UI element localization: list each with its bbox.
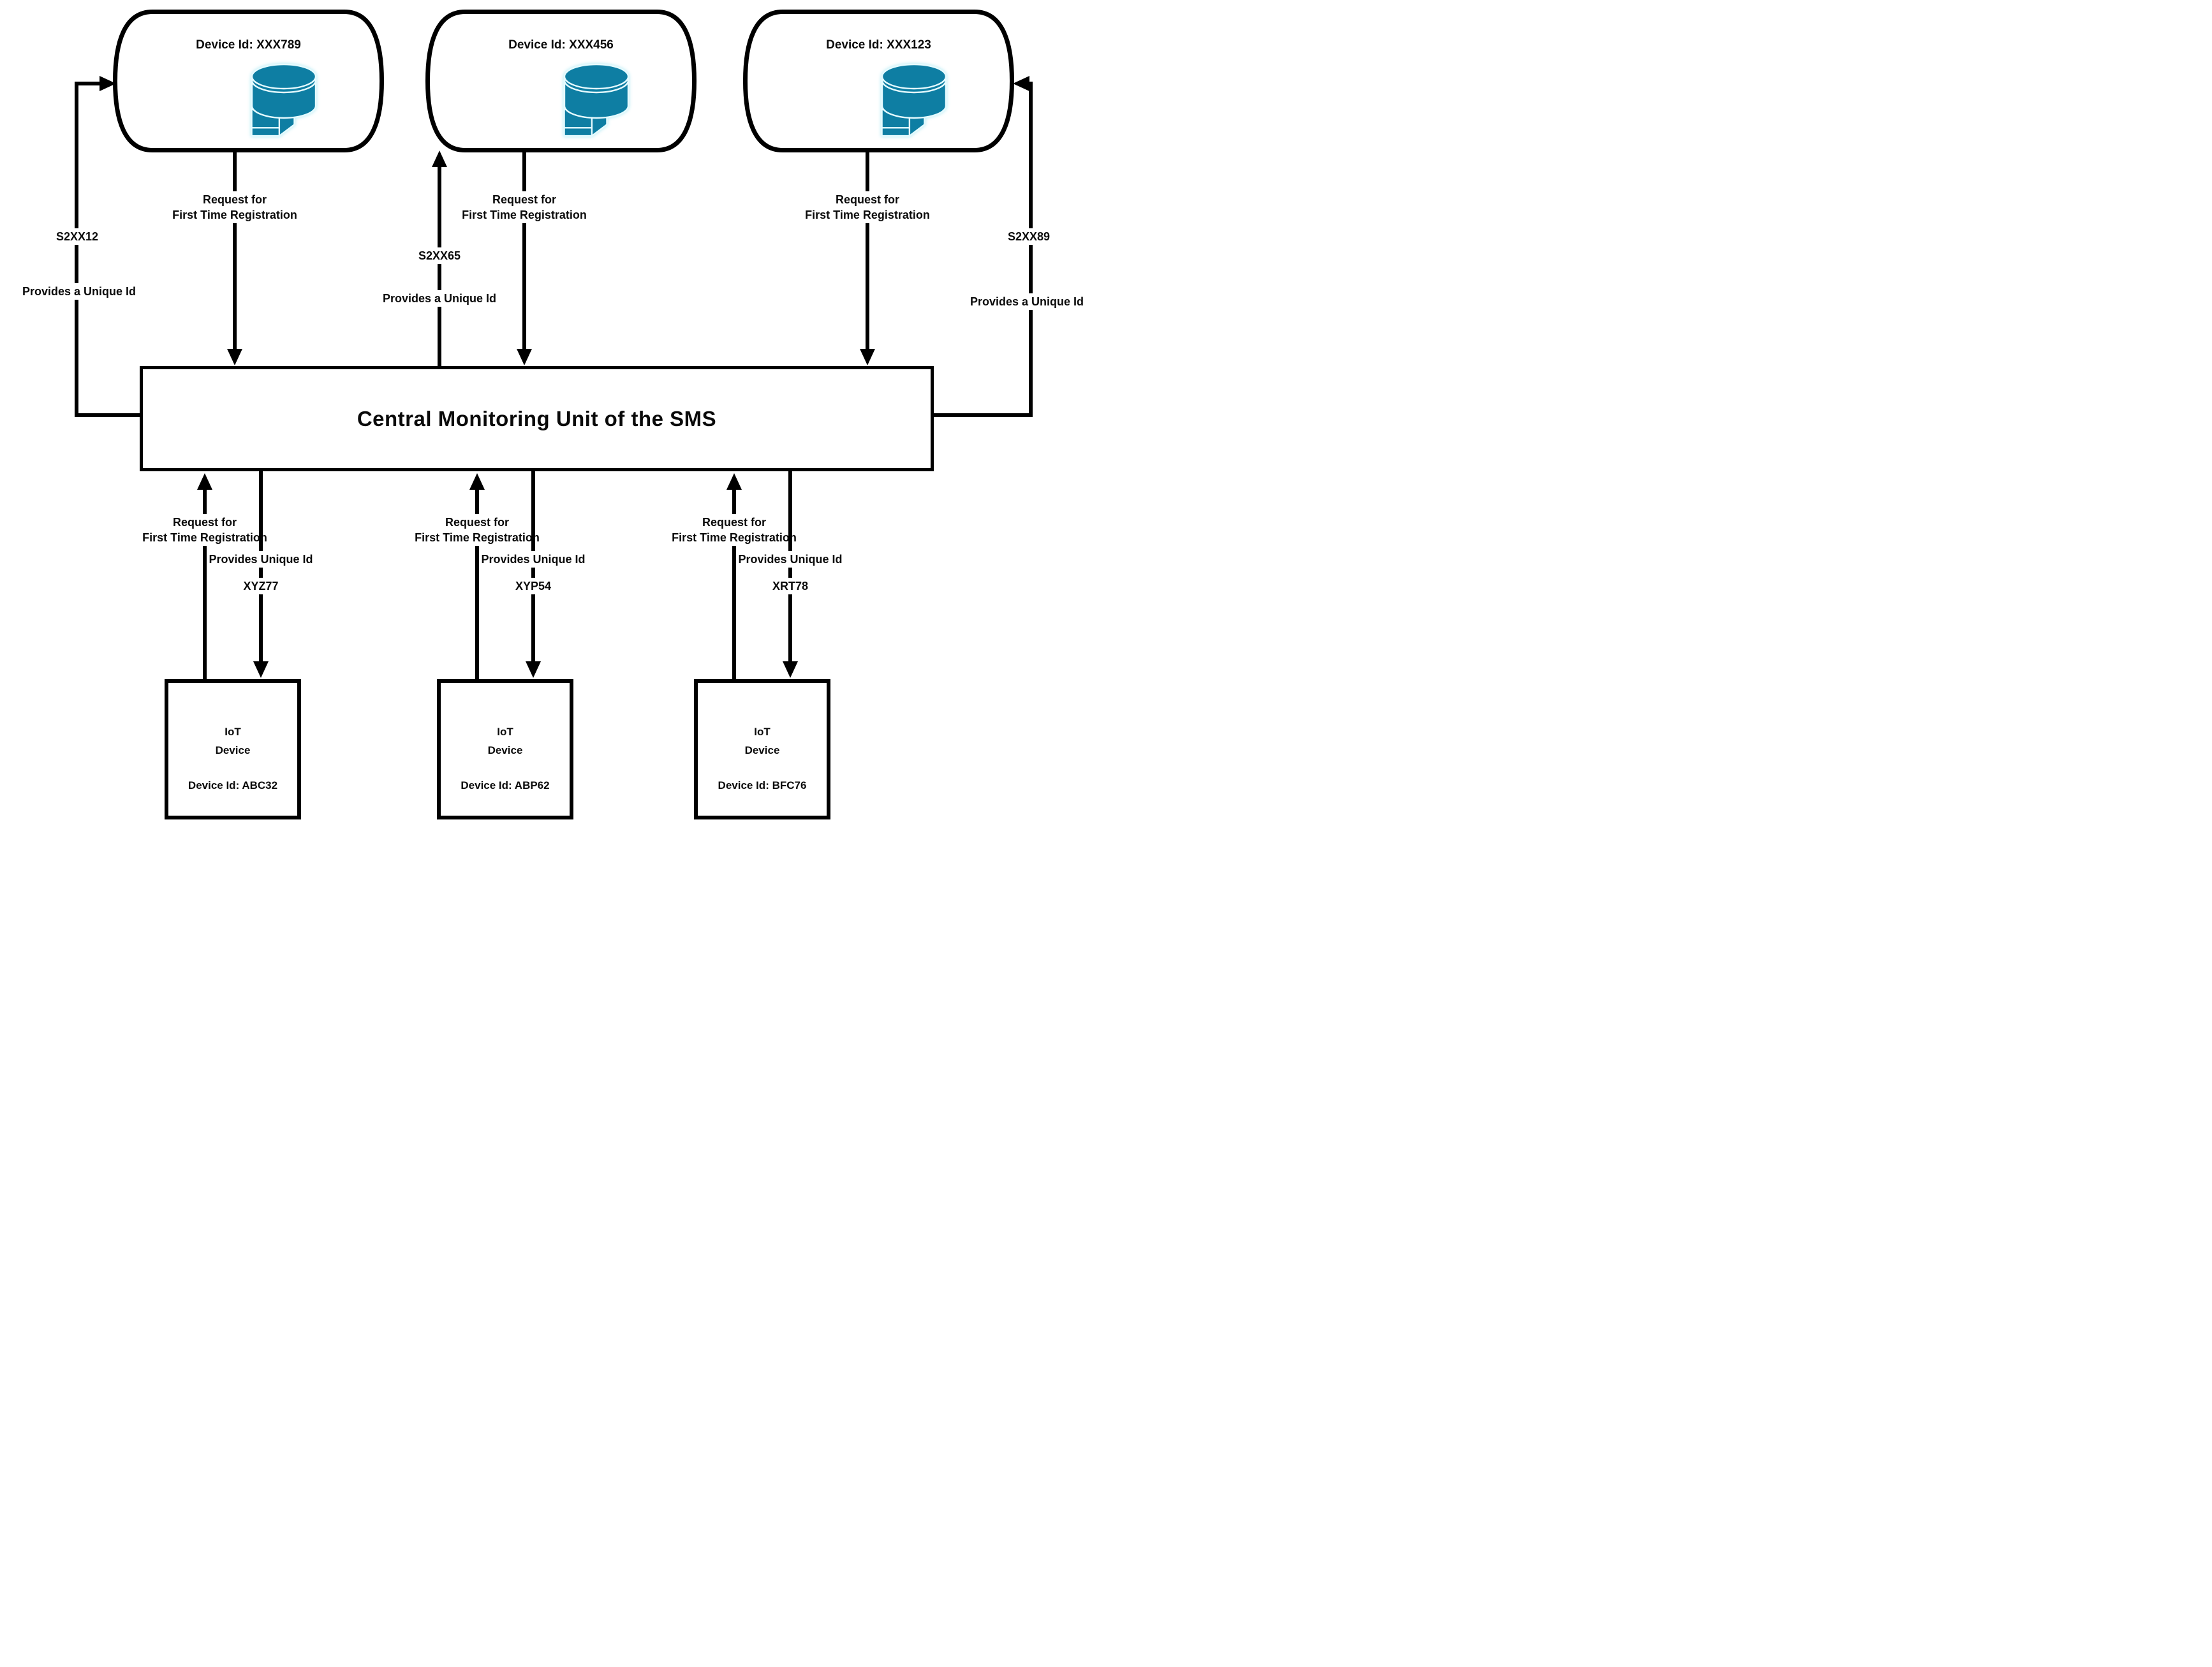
edge-gw1-request-line xyxy=(233,152,237,350)
edge-dev1-request-label: Request for First Time Registration xyxy=(140,514,269,546)
arrowhead-dev3-uniqueid xyxy=(783,661,798,678)
iot-device-node-2: IoT Device Device Id: ABP62 xyxy=(437,679,573,819)
stadium-border xyxy=(425,10,697,152)
edge-gw3-uniqueid-vline xyxy=(1029,82,1033,417)
database-icon xyxy=(251,63,316,119)
gateway-device-id: Device Id: XXX123 xyxy=(826,38,931,52)
edge-gw2-uniqueid-code: S2XX65 xyxy=(416,247,463,264)
gateway-node-1: Device Id: XXX789 xyxy=(113,10,384,152)
gateway-device-id: Device Id: XXX456 xyxy=(508,38,614,52)
database-icon xyxy=(881,63,947,119)
device-label-line1: IoT xyxy=(754,726,771,738)
arrowhead-dev2-uniqueid xyxy=(526,661,541,678)
device-id: Device Id: ABC32 xyxy=(188,779,278,791)
edge-dev3-request-line xyxy=(732,488,736,679)
device-label-line1: IoT xyxy=(225,726,241,738)
edge-gw3-uniqueid-label: Provides a Unique Id xyxy=(968,293,1086,310)
iot-device-node-1: IoT Device Device Id: ABC32 xyxy=(165,679,301,819)
stadium-border xyxy=(113,10,384,152)
edge-gw2-uniqueid-line xyxy=(438,166,441,366)
edge-dev1-uniqueid-code: XYZ77 xyxy=(241,578,281,594)
edge-dev1-request-line xyxy=(203,488,207,679)
arrowhead-gw2-request xyxy=(517,349,532,365)
arrowhead-dev1-uniqueid xyxy=(253,661,269,678)
gateway-device-id: Device Id: XXX789 xyxy=(196,38,301,52)
edge-gw3-uniqueid-hline-bottom xyxy=(934,413,1031,417)
edge-gw3-uniqueid-code: S2XX89 xyxy=(1005,228,1052,245)
arrowhead-gw3-request xyxy=(860,349,875,365)
edge-gw1-uniqueid-hline-top xyxy=(77,82,101,85)
device-label-line2: Device xyxy=(487,744,523,756)
arrowhead-gw1-request xyxy=(227,349,242,365)
device-label-line2: Device xyxy=(215,744,251,756)
gateway-node-3: Device Id: XXX123 xyxy=(743,10,1014,152)
edge-gw1-uniqueid-hline-bottom xyxy=(77,413,140,417)
edge-dev3-request-label: Request for First Time Registration xyxy=(670,514,799,546)
edge-dev2-request-label: Request for First Time Registration xyxy=(413,514,542,546)
edge-gw2-request-label: Request for First Time Registration xyxy=(460,191,589,223)
central-unit-label: Central Monitoring Unit of the SMS xyxy=(357,406,717,430)
arrowhead-gw3-uniqueid xyxy=(1013,76,1029,91)
registration-diagram: Device Id: XXX789 xyxy=(0,0,1106,833)
arrowhead-dev2-request xyxy=(469,473,485,490)
arrowhead-dev3-request xyxy=(726,473,742,490)
edge-gw1-uniqueid-vline xyxy=(75,82,78,417)
edge-gw2-request-line xyxy=(522,152,526,350)
arrowhead-gw1-uniqueid xyxy=(100,76,116,91)
edge-gw1-uniqueid-label: Provides a Unique Id xyxy=(20,283,138,300)
device-id: Device Id: ABP62 xyxy=(461,779,550,791)
iot-device-node-3: IoT Device Device Id: BFC76 xyxy=(694,679,830,819)
edge-gw1-uniqueid-code: S2XX12 xyxy=(54,228,101,245)
edge-dev3-uniqueid-code: XRT78 xyxy=(770,578,811,594)
edge-dev2-uniqueid-code: XYP54 xyxy=(513,578,554,594)
edge-gw1-request-label: Request for First Time Registration xyxy=(170,191,299,223)
edge-dev2-request-line xyxy=(475,488,479,679)
gateway-node-2: Device Id: XXX456 xyxy=(425,10,697,152)
arrowhead-gw2-uniqueid xyxy=(432,151,447,167)
device-label-line1: IoT xyxy=(497,726,513,738)
central-monitoring-unit: Central Monitoring Unit of the SMS xyxy=(140,366,934,471)
arrowhead-dev1-request xyxy=(197,473,212,490)
edge-gw3-uniqueid-hline-top xyxy=(1027,82,1033,85)
edge-gw2-uniqueid-label: Provides a Unique Id xyxy=(380,290,499,307)
stadium-border xyxy=(743,10,1014,152)
database-icon xyxy=(563,63,629,119)
edge-dev1-uniqueid-label: Provides Unique Id xyxy=(207,551,315,568)
edge-dev2-uniqueid-label: Provides Unique Id xyxy=(479,551,587,568)
edge-gw3-request-label: Request for First Time Registration xyxy=(803,191,932,223)
device-label-line2: Device xyxy=(744,744,780,756)
device-id: Device Id: BFC76 xyxy=(718,779,807,791)
edge-dev3-uniqueid-label: Provides Unique Id xyxy=(736,551,844,568)
edge-gw3-request-line xyxy=(866,152,869,350)
